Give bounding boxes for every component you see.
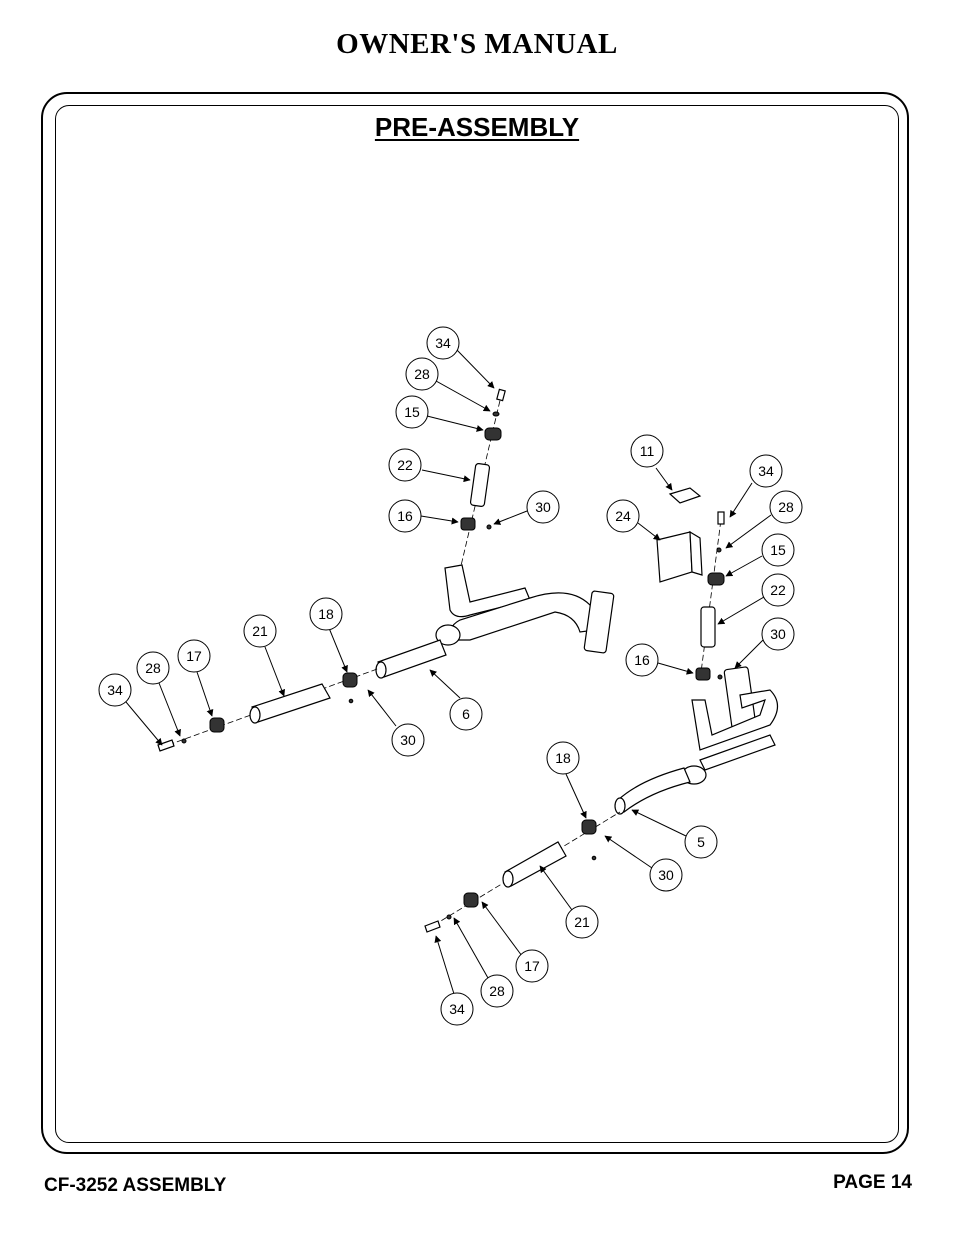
callout-24: 24 (606, 499, 640, 533)
svg-text:15: 15 (404, 404, 420, 420)
svg-text:24: 24 (615, 508, 631, 524)
page-frame-inner (55, 105, 899, 1143)
svg-text:22: 22 (770, 582, 786, 598)
callout-18-left: 18 (309, 597, 343, 631)
callout-17-left: 17 (177, 639, 211, 673)
footer-page-number: PAGE 14 (833, 1172, 912, 1193)
svg-text:28: 28 (489, 983, 505, 999)
upper-right-pivot-stack (656, 487, 725, 681)
callout-34-right: 34 (749, 454, 783, 488)
left-frame-part-6 (375, 564, 615, 679)
svg-text:6: 6 (462, 706, 470, 722)
callout-16-right: 16 (625, 643, 659, 677)
svg-text:28: 28 (145, 660, 161, 676)
svg-text:30: 30 (400, 732, 416, 748)
svg-text:17: 17 (186, 648, 202, 664)
callout-34-top: 34 (426, 326, 460, 360)
callout-15-right: 15 (761, 533, 795, 567)
callout-28-left: 28 (136, 651, 170, 685)
svg-text:28: 28 (414, 366, 430, 382)
svg-text:18: 18 (318, 606, 334, 622)
svg-text:5: 5 (697, 834, 705, 850)
callout-5: 5 (684, 825, 718, 859)
svg-text:15: 15 (770, 542, 786, 558)
footer-model: CF-3252 ASSEMBLY (44, 1175, 227, 1196)
left-roller-stack (157, 667, 381, 752)
svg-text:21: 21 (574, 914, 590, 930)
callout-16-top: 16 (388, 499, 422, 533)
leader-lines (125, 348, 772, 995)
callout-30-top: 30 (526, 490, 560, 524)
callout-28-top: 28 (405, 357, 439, 391)
svg-text:11: 11 (640, 443, 655, 459)
svg-text:34: 34 (758, 463, 774, 479)
callout-11: 11 (630, 434, 664, 468)
svg-text:22: 22 (397, 457, 413, 473)
callout-21-bottom: 21 (565, 905, 599, 939)
callout-28-right: 28 (769, 490, 803, 524)
callout-21-left: 21 (243, 614, 277, 648)
svg-text:16: 16 (397, 508, 413, 524)
callout-22-right: 22 (761, 573, 795, 607)
callout-17-bottom: 17 (515, 949, 549, 983)
right-roller-stack (424, 811, 621, 933)
svg-text:30: 30 (770, 626, 786, 642)
callout-22-top: 22 (388, 448, 422, 482)
callout-28-bottom: 28 (480, 974, 514, 1008)
svg-text:34: 34 (107, 682, 123, 698)
right-frame-part-5 (614, 666, 779, 815)
svg-text:16: 16 (634, 652, 650, 668)
svg-text:17: 17 (524, 958, 540, 974)
callout-30-bottom: 30 (649, 858, 683, 892)
svg-text:28: 28 (778, 499, 794, 515)
callout-6: 6 (449, 697, 483, 731)
page-frame-outer (41, 92, 909, 1154)
svg-text:30: 30 (658, 867, 674, 883)
manual-title: OWNER'S MANUAL (336, 28, 618, 60)
svg-text:30: 30 (535, 499, 551, 515)
svg-text:34: 34 (449, 1001, 465, 1017)
callout-34-left: 34 (98, 673, 132, 707)
svg-text:34: 34 (435, 335, 451, 351)
callout-18-right: 18 (546, 741, 580, 775)
svg-text:18: 18 (555, 750, 571, 766)
upper-left-pivot-stack (459, 388, 506, 571)
callout-15-top: 15 (395, 395, 429, 429)
callout-30-right: 30 (761, 617, 795, 651)
callout-34-bottom: 34 (440, 992, 474, 1026)
section-title: PRE-ASSEMBLY (374, 112, 580, 142)
svg-text:21: 21 (252, 623, 268, 639)
callout-30-left: 30 (391, 723, 425, 757)
